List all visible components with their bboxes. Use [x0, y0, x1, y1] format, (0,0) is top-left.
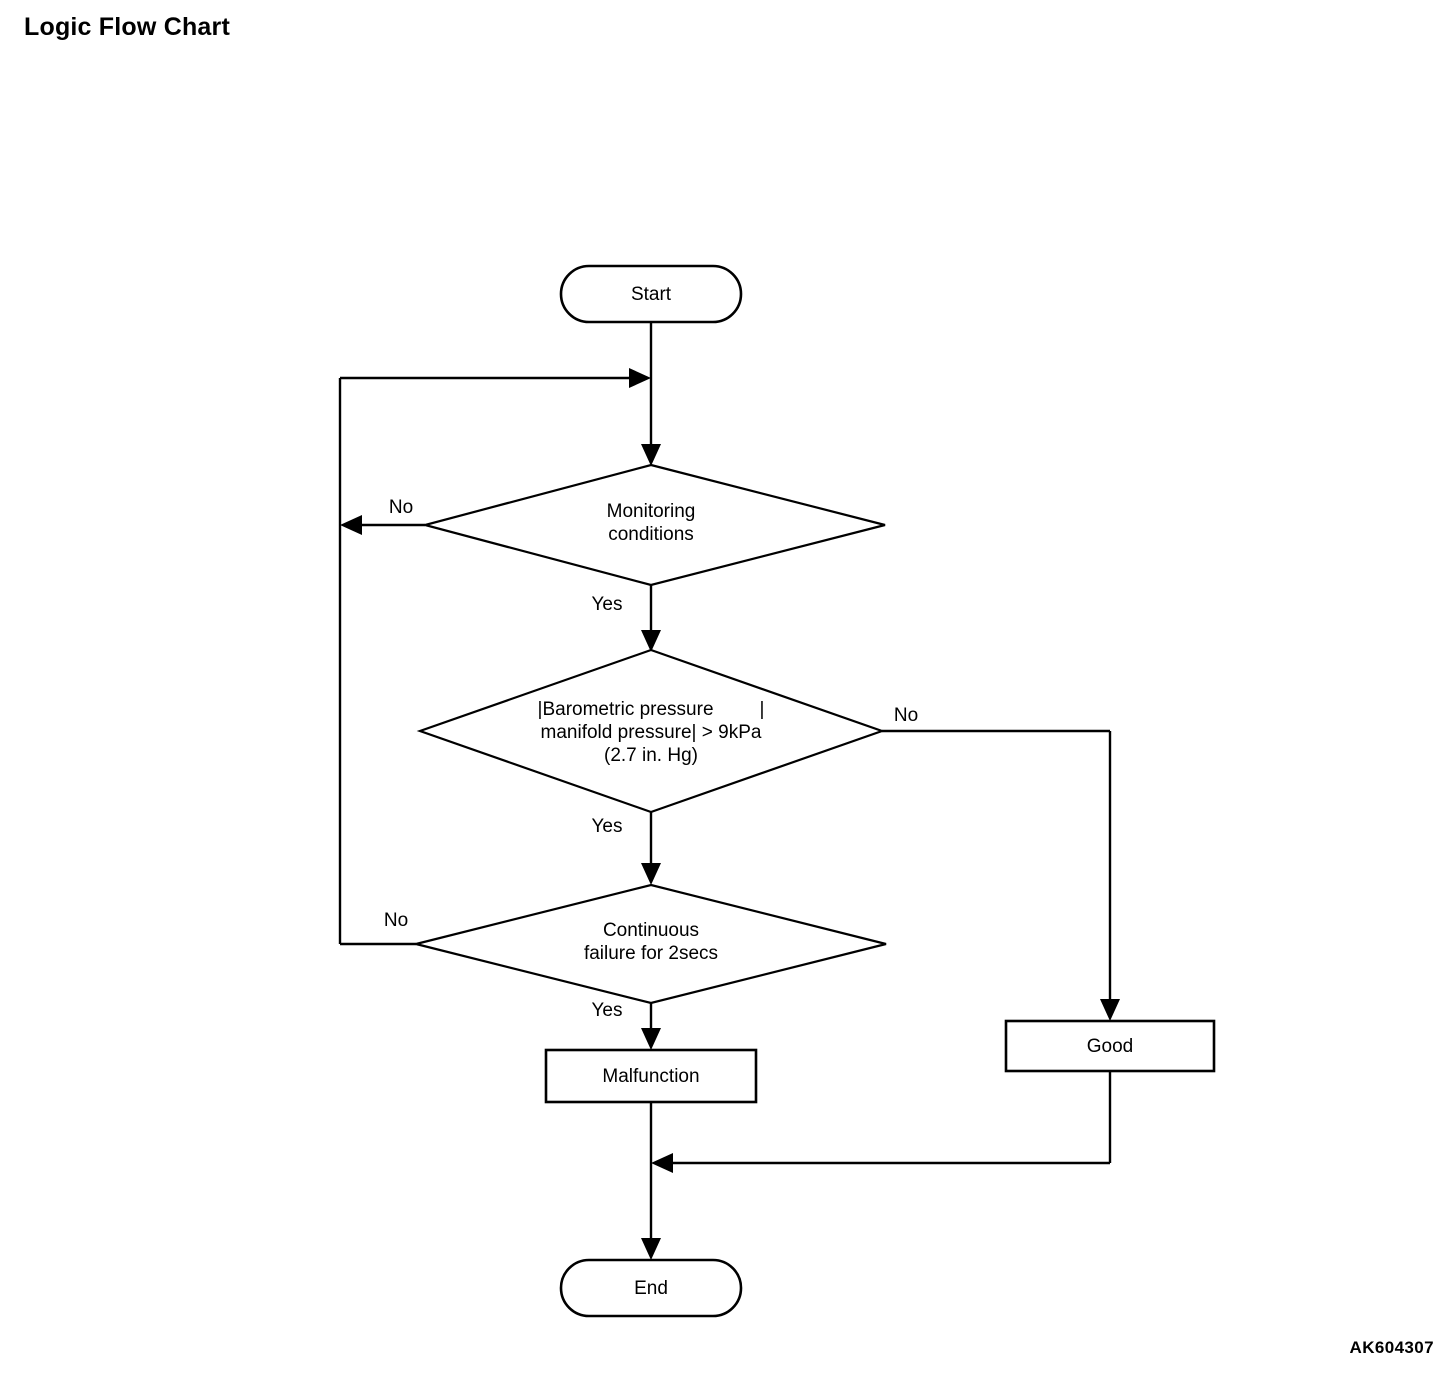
node-pressure-comparison[interactable]: |Barometric pressure | manifold pressure|…: [416, 648, 886, 814]
node-monitoring-conditions[interactable]: Monitoring conditions: [420, 463, 886, 587]
edge-junction-to-monitoring: [641, 378, 661, 466]
branch-label-continuous-no: No: [384, 910, 408, 931]
page-title: Logic Flow Chart: [24, 13, 230, 41]
branch-label-pressure-no: No: [894, 705, 918, 726]
node-pressure-line1-text: |Barometric pressure: [538, 699, 714, 720]
node-pressure-label-line2: manifold pressure| > 9kPa: [541, 722, 762, 743]
node-malfunction-label: Malfunction: [602, 1066, 699, 1087]
node-end-label: End: [634, 1278, 668, 1299]
node-continuous-label-line2: failure for 2secs: [584, 943, 718, 964]
branch-label-continuous-yes: Yes: [592, 1000, 623, 1021]
reference-code: AK604307: [1349, 1338, 1434, 1357]
node-start[interactable]: Start: [559, 264, 743, 324]
branch-label-pressure-yes: Yes: [592, 816, 623, 837]
edge-monitoring-no: [340, 515, 425, 535]
node-start-label: Start: [631, 284, 672, 305]
node-pressure-label-line3: (2.7 in. Hg): [604, 745, 698, 766]
node-pressure-label-line1: |Barometric pressure |: [538, 699, 765, 720]
node-end[interactable]: End: [559, 1258, 743, 1318]
node-good-label: Good: [1087, 1036, 1133, 1057]
branch-label-monitoring-no: No: [389, 497, 413, 518]
edge-monitoring-yes: [641, 585, 661, 652]
node-monitoring-label-line1: Monitoring: [607, 501, 696, 522]
node-continuous-label-line1: Continuous: [603, 920, 699, 941]
edge-loop-return: [338, 368, 651, 944]
node-continuous-failure[interactable]: Continuous failure for 2secs: [415, 883, 887, 1005]
edge-pressure-no: [882, 729, 1120, 1021]
edge-good-to-merge: [651, 1071, 1112, 1173]
node-monitoring-label-line2: conditions: [608, 524, 694, 545]
edge-pressure-yes: [641, 812, 661, 885]
node-good[interactable]: Good: [1004, 1019, 1216, 1073]
node-malfunction[interactable]: Malfunction: [544, 1048, 758, 1104]
edge-continuous-yes: [641, 1003, 661, 1050]
edge-malfunction-to-end: [641, 1102, 661, 1260]
node-pressure-line1-bar: |: [760, 699, 765, 720]
branch-label-monitoring-yes: Yes: [592, 594, 623, 615]
